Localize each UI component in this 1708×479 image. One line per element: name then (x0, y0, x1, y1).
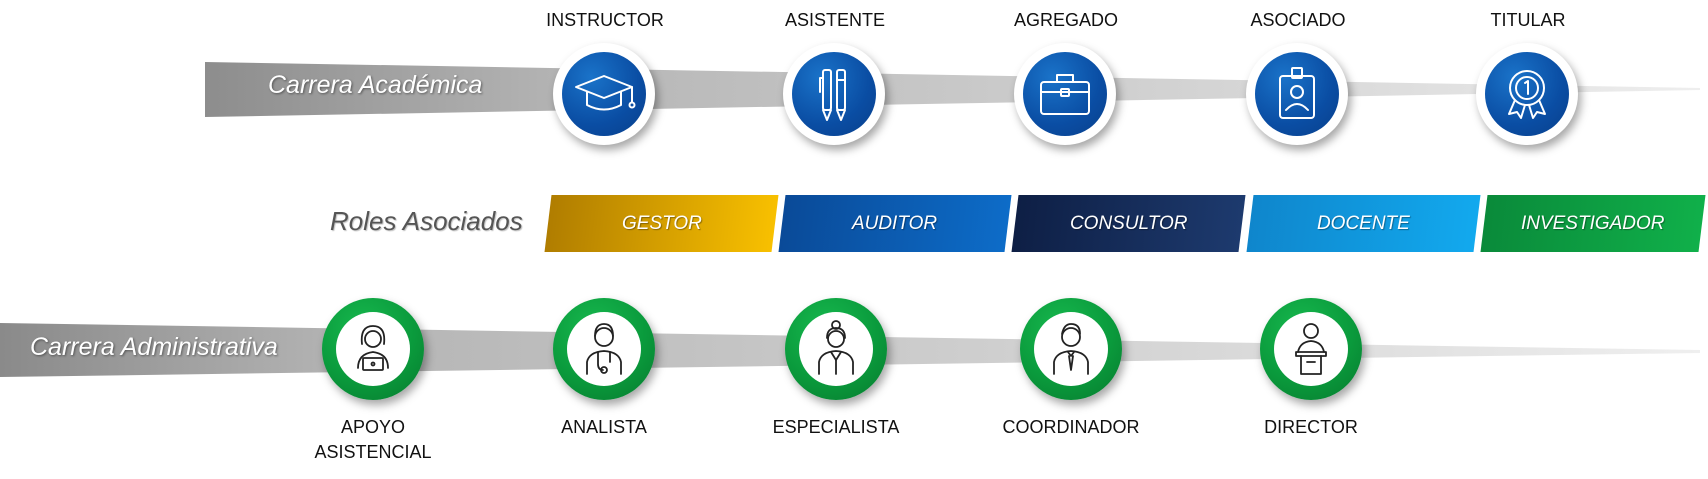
level-node-titular (1476, 43, 1578, 145)
role-label-investigador: INVESTIGADOR (1521, 212, 1665, 234)
role-gestor: GESTOR (544, 195, 779, 252)
role-docente: DOCENTE (1246, 195, 1481, 252)
man-stethoscope-icon (586, 323, 622, 375)
level-label-analista: ANALISTA (561, 417, 647, 437)
level-node-apoyo-asistencial (322, 298, 424, 400)
man-podium-icon (1295, 323, 1327, 375)
level-label-coordinador: COORDINADOR (1002, 417, 1140, 437)
level-node-coordinador (1020, 298, 1122, 400)
level-label-asistente: ASISTENTE (784, 10, 886, 30)
administrative-career-title: Carrera Administrativa (30, 333, 278, 361)
level-node-instructor (553, 43, 655, 145)
pens-icon (819, 69, 846, 121)
role-investigador: INVESTIGADOR (1480, 195, 1706, 252)
briefcase-icon (1040, 74, 1090, 115)
roles-title: Roles Asociados (330, 206, 523, 236)
level-label-director: DIRECTOR (1264, 417, 1358, 437)
woman-specialist-icon (818, 320, 854, 375)
level-node-director (1260, 298, 1362, 400)
role-consultor: CONSULTOR (1011, 195, 1246, 252)
level-node-asociado (1246, 43, 1348, 145)
level-node-agregado (1014, 43, 1116, 145)
role-auditor: AUDITOR (778, 195, 1012, 252)
level-label-especialista: ESPECIALISTA (772, 417, 900, 437)
level-label-agregado: AGREGADO (1013, 10, 1119, 30)
level-label-apoyo-asistencial: APOYO ASISTENCIAL (314, 417, 432, 462)
level-node-analista (553, 298, 655, 400)
role-label-auditor: AUDITOR (852, 212, 938, 234)
role-label-docente: DOCENTE (1317, 212, 1410, 234)
level-label-instructor: INSTRUCTOR (546, 10, 664, 30)
role-label-consultor: CONSULTOR (1069, 212, 1188, 234)
woman-laptop-icon (357, 325, 389, 371)
graduation-cap-icon (575, 75, 636, 111)
id-badge-icon (1279, 67, 1315, 119)
level-label-asociado: ASOCIADO (1250, 10, 1346, 30)
role-label-gestor: GESTOR (621, 212, 702, 234)
level-node-asistente (783, 43, 885, 145)
award-ribbon-icon (1508, 70, 1546, 119)
level-label-titular: TITULAR (1490, 10, 1566, 30)
level-node-especialista (785, 298, 887, 400)
man-tie-icon (1053, 323, 1089, 375)
academic-career-title: Carrera Académica (268, 71, 483, 99)
